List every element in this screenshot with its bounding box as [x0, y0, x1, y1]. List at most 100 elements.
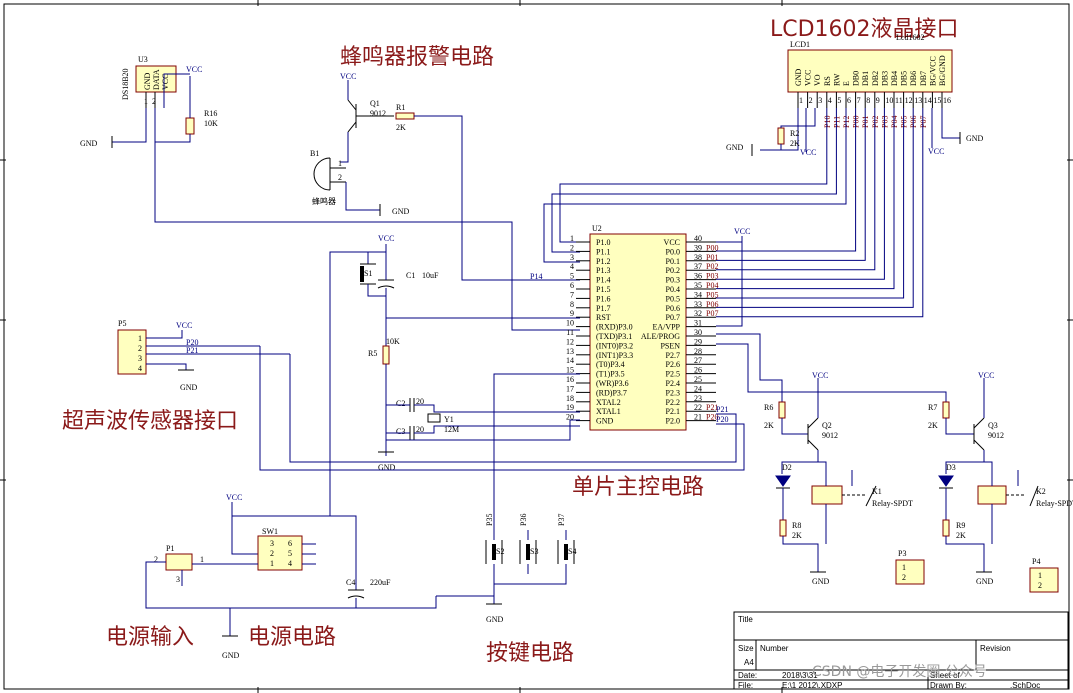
u2-right-pin-number: 27 — [694, 356, 702, 365]
p5-p21-label: P21 — [186, 346, 198, 355]
u2-p21-net: P21 — [716, 405, 728, 414]
u2-vcc-label: VCC — [734, 227, 750, 236]
u2-left-pin-name: P1.1 — [596, 247, 610, 256]
u2-left-pin-name: (T1)P3.5 — [596, 370, 625, 379]
lcd-bus-wires — [543, 108, 924, 318]
c3-capacitor — [409, 426, 415, 440]
b1-ref: B1 — [310, 149, 319, 158]
p4-pin2: 2 — [1038, 581, 1042, 590]
u2-right-pin-number: 30 — [694, 328, 702, 337]
u2-right-pin-number: 22 — [694, 403, 702, 412]
tb-sheet-label: Sheet of — [930, 671, 961, 680]
r6-ref: R6 — [764, 403, 773, 412]
sw1-pin4: 4 — [288, 559, 292, 568]
u2-right-pin-number: 33 — [694, 300, 702, 309]
key-net: P36 — [519, 514, 528, 526]
title-block: Title Size A4 Number Revision Date: 2018… — [733, 611, 1069, 690]
relay-channel-1: R6 2K VCC Q2 9012 D2 R8 2K K1 Relay-SPDT… — [716, 333, 925, 586]
power-gnd-label: GND — [222, 651, 240, 660]
u2-left-pin-name: P1.6 — [596, 294, 610, 303]
r1-resistor — [395, 112, 415, 120]
k2-coil — [977, 485, 1007, 505]
u2-left-pin-name: XTAL1 — [596, 407, 621, 416]
u2-right-pin-name: P0.1 — [666, 257, 680, 266]
u3-part: DS18B20 — [121, 68, 130, 100]
lcd1-connector: LCD1 Lcd1602 — [787, 33, 953, 93]
u2-left-pin-name: P1.4 — [596, 276, 610, 285]
c4-capacitor — [347, 589, 365, 599]
lcd1-part: Lcd1602 — [896, 33, 924, 42]
u2-left-pin-name: P1.2 — [596, 257, 610, 266]
r8-ref: R8 — [792, 521, 801, 530]
p5-pin2: 2 — [138, 344, 142, 353]
key-ref: S4 — [568, 547, 576, 556]
u2-right-pin-number: 36 — [694, 272, 702, 281]
p5-vcc-label: VCC — [176, 321, 192, 330]
r9-value: 2K — [956, 531, 966, 540]
r8-resistor — [779, 519, 787, 537]
tb-drawn-label: Drawn By: — [930, 681, 967, 690]
keys-section-title: 按键电路 — [486, 641, 574, 666]
c3-ref: C3 — [396, 427, 405, 436]
lcd-pin-number: 8 — [866, 96, 870, 105]
u2-left-pin-name: P1.7 — [596, 304, 610, 313]
u2-right-pin-name: EA/VPP — [652, 323, 680, 332]
lcd-pin-name: RW — [832, 73, 841, 86]
q1-ref: Q1 — [370, 99, 380, 108]
u2-left-pin-number: 18 — [566, 394, 574, 403]
sw1-vcc-label: VCC — [226, 493, 242, 502]
u2-right-pin-name: P2.4 — [666, 379, 680, 388]
u2-right-pin-number: 21 — [694, 413, 702, 422]
lcd-pin-number: 13 — [914, 96, 922, 105]
u2-left-pin-name: (TXD)P3.1 — [596, 332, 632, 341]
u2-left-pin-name: (T0)P3.4 — [596, 360, 625, 369]
sw1-pin3: 3 — [270, 539, 274, 548]
ultrasonic-section-title: 超声波传感器接口 — [62, 409, 238, 434]
u2-right-pin-name: P0.5 — [666, 294, 680, 303]
lcd-pin-name: DB3 — [880, 71, 889, 86]
u2-left-pin-name: GND — [596, 417, 614, 426]
y1-crystal — [427, 413, 441, 423]
u2-right-net-label: P07 — [706, 309, 718, 318]
b1-label: 蜂鸣器 — [312, 196, 336, 206]
p14-net-label: P14 — [530, 272, 542, 281]
r16-ref: R16 — [204, 109, 217, 118]
p4-pin1: 1 — [1038, 571, 1042, 580]
p3-ref: P3 — [898, 549, 906, 558]
b1-pin1: 1 — [338, 159, 342, 168]
u2-left-pin-number: 13 — [566, 347, 574, 356]
r16-value: 10K — [204, 119, 218, 128]
power-section-title: 电源电路 — [248, 625, 336, 650]
r5-ref: R5 — [368, 349, 377, 358]
sw1-pin1: 1 — [270, 559, 274, 568]
u2-left-pin-name: (WR)P3.6 — [596, 379, 629, 388]
power-input-title: 电源输入 — [106, 625, 194, 650]
c3-value: 20 — [416, 425, 424, 434]
y1-value: 12M — [444, 425, 459, 434]
mcu-section-title: 单片主控电路 — [572, 475, 704, 500]
u2-ref: U2 — [592, 224, 602, 233]
c4-ref: C4 — [346, 578, 355, 587]
c2-value: 20 — [416, 397, 424, 406]
csdn-watermark: CSDN @电子开发圈 公众号 — [812, 664, 987, 680]
q1-part: 9012 — [370, 109, 386, 118]
u3-pin-vcc: VCC — [161, 74, 170, 90]
relay2-gnd-label: GND — [976, 577, 994, 586]
key-net: P35 — [485, 514, 494, 526]
lcd-pin-name: DB1 — [861, 71, 870, 86]
tb-file-value: E:\1 2012\.XDXP — [782, 681, 842, 690]
u2-right-pin-number: 23 — [694, 394, 702, 403]
u2-left-pin-number: 1 — [570, 234, 574, 243]
p3-pin2: 2 — [902, 573, 906, 582]
key-ref: S2 — [496, 547, 504, 556]
lcd-pin-name: VCC — [804, 70, 813, 86]
u2-left-pin-number: 7 — [570, 290, 574, 299]
u2-right-pin-number: 24 — [694, 384, 702, 393]
u2-left-pin-name: P1.0 — [596, 238, 610, 247]
u2-left-pin-name: XTAL2 — [596, 398, 621, 407]
u2-right-pin-name: P2.5 — [666, 370, 680, 379]
p5-body — [117, 329, 147, 375]
u3-pin-gnd: GND — [143, 72, 152, 90]
u2-left-pin-name: P1.3 — [596, 266, 610, 275]
tb-date-label: Date: — [738, 671, 757, 680]
